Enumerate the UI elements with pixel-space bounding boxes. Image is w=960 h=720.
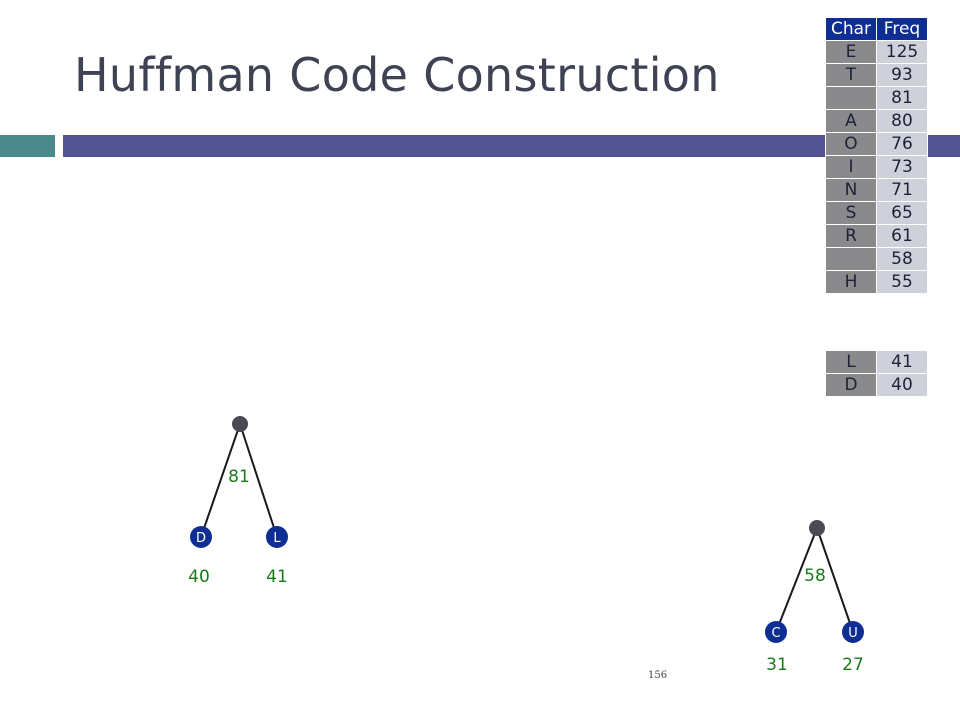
freq-cell: 55 [876, 270, 928, 294]
freq-cell: 71 [876, 178, 928, 202]
leaf-node [266, 526, 288, 548]
freq-cell: 80 [876, 109, 928, 133]
freq-cell: 40 [876, 373, 928, 397]
freq-cell: 41 [876, 350, 928, 374]
char-cell: D [825, 373, 877, 397]
table-row: 81 [825, 86, 928, 110]
leaf-node [765, 621, 787, 643]
freq-cell: 61 [876, 224, 928, 248]
leaf-char: D [196, 531, 206, 546]
char-cell: S [825, 201, 877, 225]
internal-weight: 58 [804, 566, 826, 586]
title-accent-bar [0, 135, 55, 157]
char-cell: O [825, 132, 877, 156]
leaf-weight: 31 [766, 655, 788, 675]
freq-cell: 65 [876, 201, 928, 225]
char-cell: E [825, 40, 877, 64]
leaf-node [842, 621, 864, 643]
leaf-weight: 27 [842, 655, 864, 675]
tree-edge [816, 527, 854, 633]
freq-cell: 81 [876, 86, 928, 110]
char-header: Char [825, 17, 877, 41]
tree-edge [239, 423, 278, 538]
internal-node [809, 520, 825, 536]
freq-cell: 93 [876, 63, 928, 87]
leaf-char: C [771, 626, 780, 641]
char-cell: A [825, 109, 877, 133]
leaf-weight: 40 [188, 567, 210, 587]
leaf-char: U [848, 626, 858, 641]
slide-title: Huffman Code Construction [74, 48, 720, 102]
leaf-node [190, 526, 212, 548]
internal-weight: 81 [228, 467, 250, 487]
tree-58: 58 C U 31 27 [765, 520, 864, 675]
tree-edge [200, 423, 241, 538]
table-row: 58 [825, 247, 928, 271]
slide-number: 156 [648, 670, 668, 681]
leaf-weight: 41 [266, 567, 288, 587]
tree-81: 81 D L 40 41 [188, 416, 288, 587]
tree-edge [775, 527, 818, 633]
freq-cell: 73 [876, 155, 928, 179]
char-cell: L [825, 350, 877, 374]
leaf-char: L [273, 531, 281, 546]
char-cell: H [825, 270, 877, 294]
internal-node [232, 416, 248, 432]
title-underline-bar [63, 135, 960, 157]
char-cell: N [825, 178, 877, 202]
